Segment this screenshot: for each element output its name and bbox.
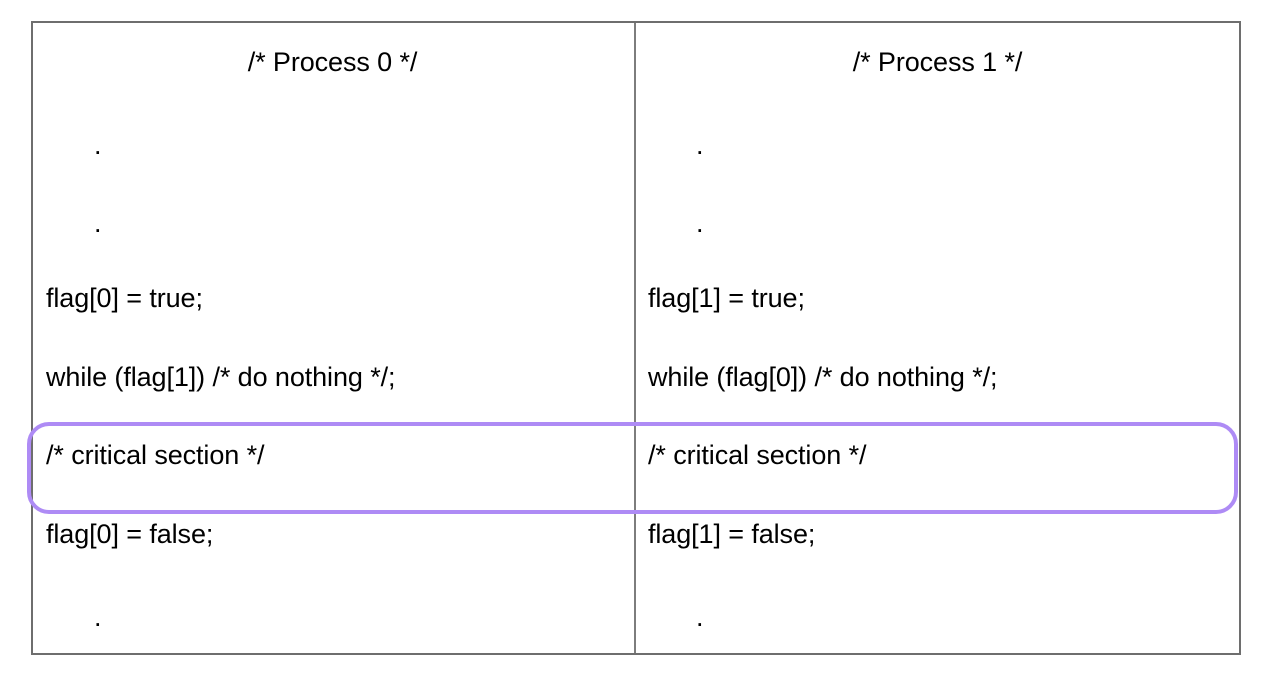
ellipsis-dot-icon: . [94,602,102,633]
table-row-header: /* Process 0 */ /* Process 1 */ [33,23,1239,102]
ellipsis-dot-icon: . [696,602,704,633]
table-row-ellipsis-top-2: . . [33,180,1239,260]
process-0-ellipsis-1: . [33,101,636,181]
table-row-busy-wait: while (flag[1]) /* do nothing */; while … [33,338,1239,417]
ellipsis-dot-icon: . [696,129,704,160]
process-1-set-flag-false: flag[1] = false; [648,519,816,550]
table-row-ellipsis-top-1: . . [33,101,1239,181]
process-0-set-flag-false: flag[0] = false; [33,495,636,575]
ellipsis-dot-icon: . [696,208,704,239]
process-0-set-flag-true: flag[0] = true; [33,259,636,338]
process-1-busy-wait: while (flag[0]) /* do nothing */; [648,361,998,392]
process-0-critical-section: /* critical section */ [33,416,636,496]
process-code-table: /* Process 0 */ /* Process 1 */ . . . . … [31,21,1241,655]
process-0-ellipsis-2: . [33,180,636,260]
table-row-ellipsis-bottom: . . [33,574,1239,653]
table-row-set-flag-true: flag[0] = true; flag[1] = true; [33,259,1239,338]
process-0-busy-wait: while (flag[1]) /* do nothing */; [33,338,636,417]
process-1-ellipsis-1: . [636,102,1239,181]
ellipsis-dot-icon: . [94,129,102,160]
ellipsis-dot-icon: . [94,208,102,239]
process-1-ellipsis-3: . [636,574,1239,653]
table-row-set-flag-false: flag[0] = false; flag[1] = false; [33,495,1239,575]
process-0-ellipsis-3: . [33,574,636,653]
process-1-header: /* Process 1 */ [852,46,1023,77]
process-1-set-flag-true: flag[1] = true; [648,282,805,313]
process-1-critical-section: /* critical section */ [648,440,867,471]
table-row-critical-section: /* critical section */ /* critical secti… [33,416,1239,496]
process-0-header: /* Process 0 */ [33,23,636,102]
process-1-ellipsis-2: . [636,181,1239,260]
